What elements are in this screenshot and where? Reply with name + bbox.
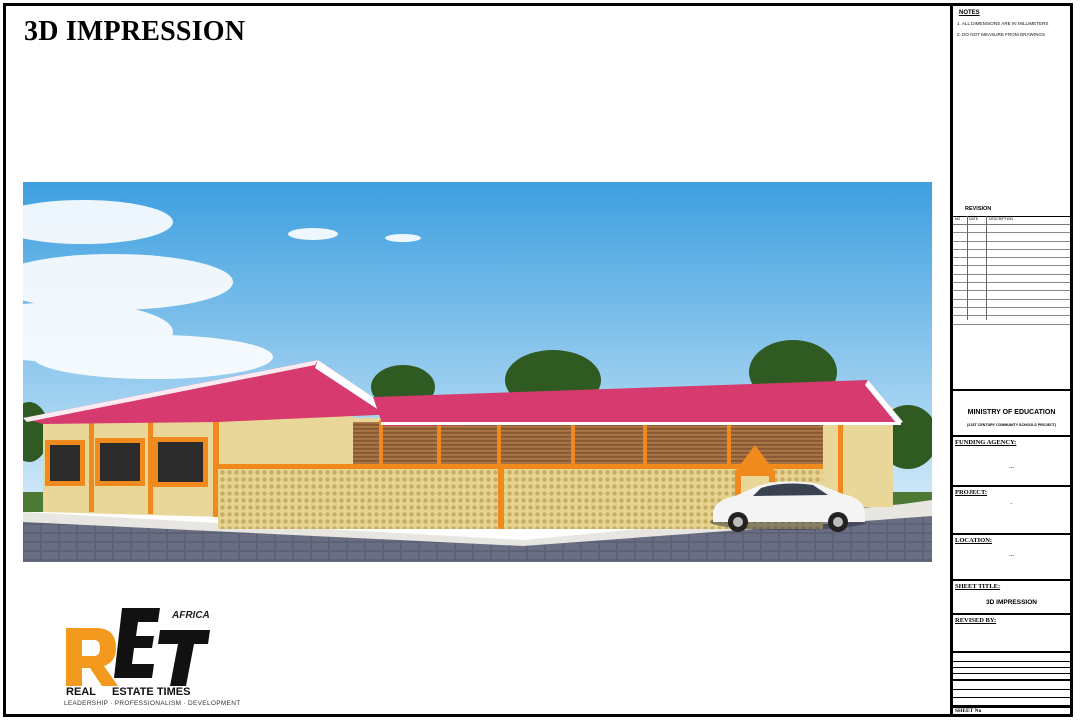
revision-heading: REVISION (965, 206, 992, 212)
drawn-info-box (953, 651, 1070, 679)
revised-by-box: REVISED BY: (953, 613, 1070, 651)
project-box: PROJECT: - (953, 485, 1070, 533)
sheet-no-box: SHEET No (953, 706, 1070, 714)
clouds (23, 200, 421, 379)
car (710, 481, 866, 532)
project-label: PROJECT: (955, 489, 988, 496)
revision-col-date: DATE (969, 217, 979, 221)
client-box: MINISTRY OF EDUCATION (21ST CENTURY COMM… (953, 389, 1070, 435)
building-rendering (23, 182, 932, 562)
sheet-title-box: SHEET TITLE: 3D IMPRESSION (953, 579, 1070, 613)
project-value: - (1010, 501, 1013, 507)
sheet-title-label: SHEET TITLE: (955, 583, 1001, 590)
revision-col-no: NO (955, 217, 961, 221)
sheet-title-value: 3D IMPRESSION (986, 599, 1037, 606)
funding-agency-label: FUNDING AGENCY: (955, 439, 1017, 446)
revision-col-description: DESCRIPTION (989, 217, 1013, 221)
page-title: 3D IMPRESSION (24, 16, 246, 47)
drawing-sheet: 3D IMPRESSION (3, 3, 1073, 717)
sheet-no-label: SHEET No (955, 708, 982, 714)
revised-by-label: REVISED BY: (955, 617, 997, 624)
checked-box (953, 679, 1070, 709)
note-item: 2. DO NOT MEASURE FROM DRAWINGS (957, 32, 1046, 37)
logo-real-text: REAL (66, 686, 96, 698)
location-box: LOCATION: --- (953, 533, 1070, 579)
revision-table-header: NO DATE DESCRIPTION (953, 217, 1070, 225)
ret-logo-mark (66, 608, 210, 686)
notes-heading: NOTES (959, 10, 980, 16)
windows (45, 437, 208, 487)
revision-table: NO DATE DESCRIPTION (953, 216, 1070, 325)
logo-tagline: LEADERSHIP · PROFESSIONALISM · DEVELOPME… (64, 700, 241, 707)
client-name: MINISTRY OF EDUCATION (967, 409, 1056, 416)
logo-africa-text: AFRICA (172, 610, 210, 621)
funding-agency-box: FUNDING AGENCY: --- (953, 435, 1070, 485)
title-block: NOTES 1. ALL DIMENSIONS ARE IN MILLIMETE… (950, 6, 1070, 714)
location-label: LOCATION: (955, 537, 993, 544)
logo-estate-times-text: ESTATE TIMES (112, 686, 191, 698)
client-subtitle: (21ST CENTURY COMMUNITY SCHOOLS PROJECT) (967, 423, 1056, 427)
note-item: 1. ALL DIMENSIONS ARE IN MILLIMETERS (957, 21, 1049, 26)
location-value: --- (1009, 553, 1014, 559)
funding-agency-value: --- (1009, 465, 1014, 471)
